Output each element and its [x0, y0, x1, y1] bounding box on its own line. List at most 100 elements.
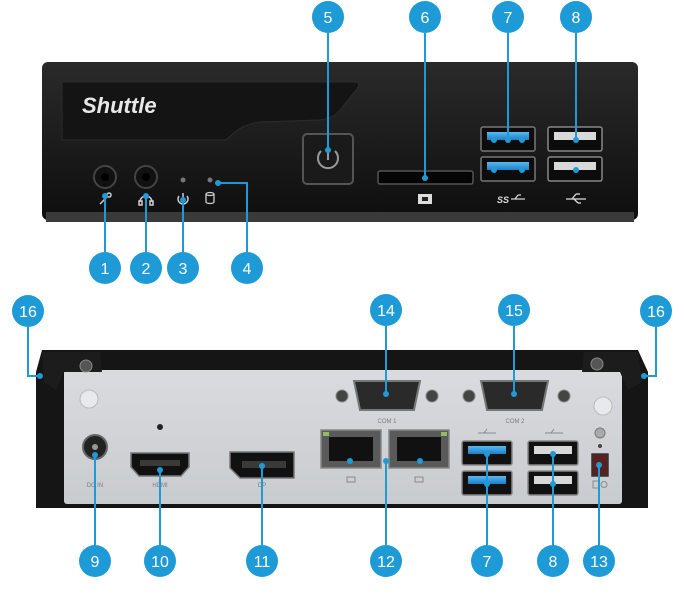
- callout-dot-usb2-rear-0: [550, 451, 556, 457]
- callout-dot-usb3-front-1: [491, 137, 497, 143]
- callout-dot-usb3-rear-1: [484, 481, 490, 487]
- front-panel: Shuttle: [42, 62, 638, 222]
- callout-number-usb3-rear: 7: [483, 554, 492, 571]
- lan-network-icon-1: [346, 476, 356, 483]
- callout-number-com2: 15: [505, 303, 523, 320]
- com1-standoff-left: [335, 389, 349, 403]
- callout-dot-usb3-front-3: [491, 167, 497, 173]
- callout-dot-usb2-front-1: [573, 167, 579, 173]
- hdmi-screw-hole: [157, 424, 163, 430]
- callout-card-reader: 6: [409, 1, 441, 181]
- card-icon: [418, 194, 432, 204]
- com1-standoff-right: [425, 389, 439, 403]
- callout-usb3-front: 7: [491, 1, 525, 173]
- callout-badge-headphone: [130, 252, 162, 284]
- callout-badge-usb2-front: [560, 1, 592, 33]
- callout-hdd-led: 4: [215, 180, 263, 284]
- power-led: [180, 177, 186, 183]
- front-logo-bezel: [61, 81, 360, 141]
- usb2-rear-port-top-tongue: [534, 446, 572, 454]
- lan-port-1-socket: [329, 437, 373, 461]
- callout-badge-hdmi: [144, 545, 176, 577]
- callout-number-headphone: 2: [142, 261, 151, 278]
- callout-dot-com1-0: [383, 391, 389, 397]
- callout-number-hdd-led: 4: [243, 261, 252, 278]
- usb-ss-rear-icon: [478, 428, 496, 434]
- callout-badge-usb3-rear: [471, 545, 503, 577]
- callout-dot-mic-0: [102, 193, 108, 199]
- front-chassis-bottom-edge: [46, 212, 634, 222]
- callout-usb3-rear: 7: [471, 451, 503, 577]
- callout-badge-dc-in: [79, 545, 111, 577]
- com1-label: COM 1: [377, 419, 397, 425]
- lan-ports: [320, 429, 450, 483]
- rear-left-screw: [79, 359, 93, 373]
- callout-headphone: 2: [130, 193, 162, 284]
- callout-mic: 1: [89, 193, 121, 284]
- callout-number-usb2-front: 8: [572, 10, 581, 27]
- callout-badge-hdd-led: [231, 252, 263, 284]
- usb3-rear-port-top-tongue: [468, 446, 506, 454]
- dc-in-jack-pin: [92, 444, 98, 450]
- callout-badge-com1: [370, 294, 402, 326]
- callout-number-power-jack: 13: [590, 554, 608, 571]
- com2-standoff-right: [557, 389, 571, 403]
- callout-number-com1: 14: [377, 303, 395, 320]
- usb-rear-icon: [545, 428, 563, 434]
- callout-dot-usb3-front-2: [519, 137, 525, 143]
- callout-number-lan: 12: [377, 554, 395, 571]
- callout-lan: 12: [347, 458, 423, 577]
- usb-ss-icon: SS: [497, 195, 509, 205]
- rear-led-small: [598, 444, 602, 448]
- callout-dot-lan-1: [347, 458, 353, 464]
- callout-dot-card-reader-0: [422, 175, 428, 181]
- hdmi-port-tongue: [140, 460, 180, 466]
- callout-badge-usb2-rear: [537, 545, 569, 577]
- callout-dot-lan-0: [383, 458, 389, 464]
- callout-dot-usb2-rear-1: [550, 481, 556, 487]
- hdd-icon: [205, 191, 215, 205]
- rear-left-mount-hole: [79, 389, 99, 409]
- headphone-jack-hole: [142, 173, 150, 181]
- callout-badge-usb3-front: [492, 1, 524, 33]
- callout-dot-power-jack-0: [596, 462, 602, 468]
- callout-dot-headphone-0: [143, 193, 149, 199]
- callout-usb2-rear: 8: [537, 451, 569, 577]
- com2-standoff-left: [462, 389, 476, 403]
- callout-number-displayport: 11: [254, 554, 271, 571]
- callout-dot-lock-right-0: [641, 373, 647, 379]
- rear-screw-small: [594, 427, 606, 439]
- callout-number-power-button: 5: [324, 10, 333, 27]
- usb2-front-port-bottom-tongue: [554, 162, 596, 170]
- callout-dot-power-button-0: [325, 147, 331, 153]
- rear-right-screw: [590, 357, 604, 371]
- callout-number-card-reader: 6: [421, 10, 430, 27]
- callout-badge-power-led: [167, 252, 199, 284]
- callout-dot-lan-2: [417, 458, 423, 464]
- callout-lock-left: 16: [12, 295, 44, 379]
- callout-dot-usb3-front-0: [505, 137, 511, 143]
- callout-badge-displayport: [246, 545, 278, 577]
- callout-dot-dc-in-0: [92, 452, 98, 458]
- callout-dot-usb3-front-4: [519, 167, 525, 173]
- callout-badge-lan: [370, 545, 402, 577]
- callout-number-dc-in: 9: [91, 554, 100, 571]
- callout-com2: 15: [498, 294, 530, 397]
- callout-line-lock-right: [644, 327, 657, 377]
- callout-badge-power-jack: [583, 545, 615, 577]
- callout-dot-lock-left-0: [37, 373, 43, 379]
- callout-dot-usb2-front-0: [573, 137, 579, 143]
- callout-dc-in: 9: [79, 452, 111, 577]
- callout-number-usb2-rear: 8: [549, 554, 558, 571]
- callout-number-lock-left: 16: [19, 304, 37, 321]
- com2-label: COM 2: [505, 419, 525, 425]
- hdd-led: [207, 177, 213, 183]
- callout-dot-hdmi-0: [157, 467, 163, 473]
- lan-port-2-led: [441, 432, 447, 436]
- callout-badge-lock-right: [640, 295, 672, 327]
- callout-number-power-led: 3: [179, 261, 188, 278]
- callout-number-lock-right: 16: [647, 304, 665, 321]
- callout-number-usb3-front: 7: [504, 10, 513, 27]
